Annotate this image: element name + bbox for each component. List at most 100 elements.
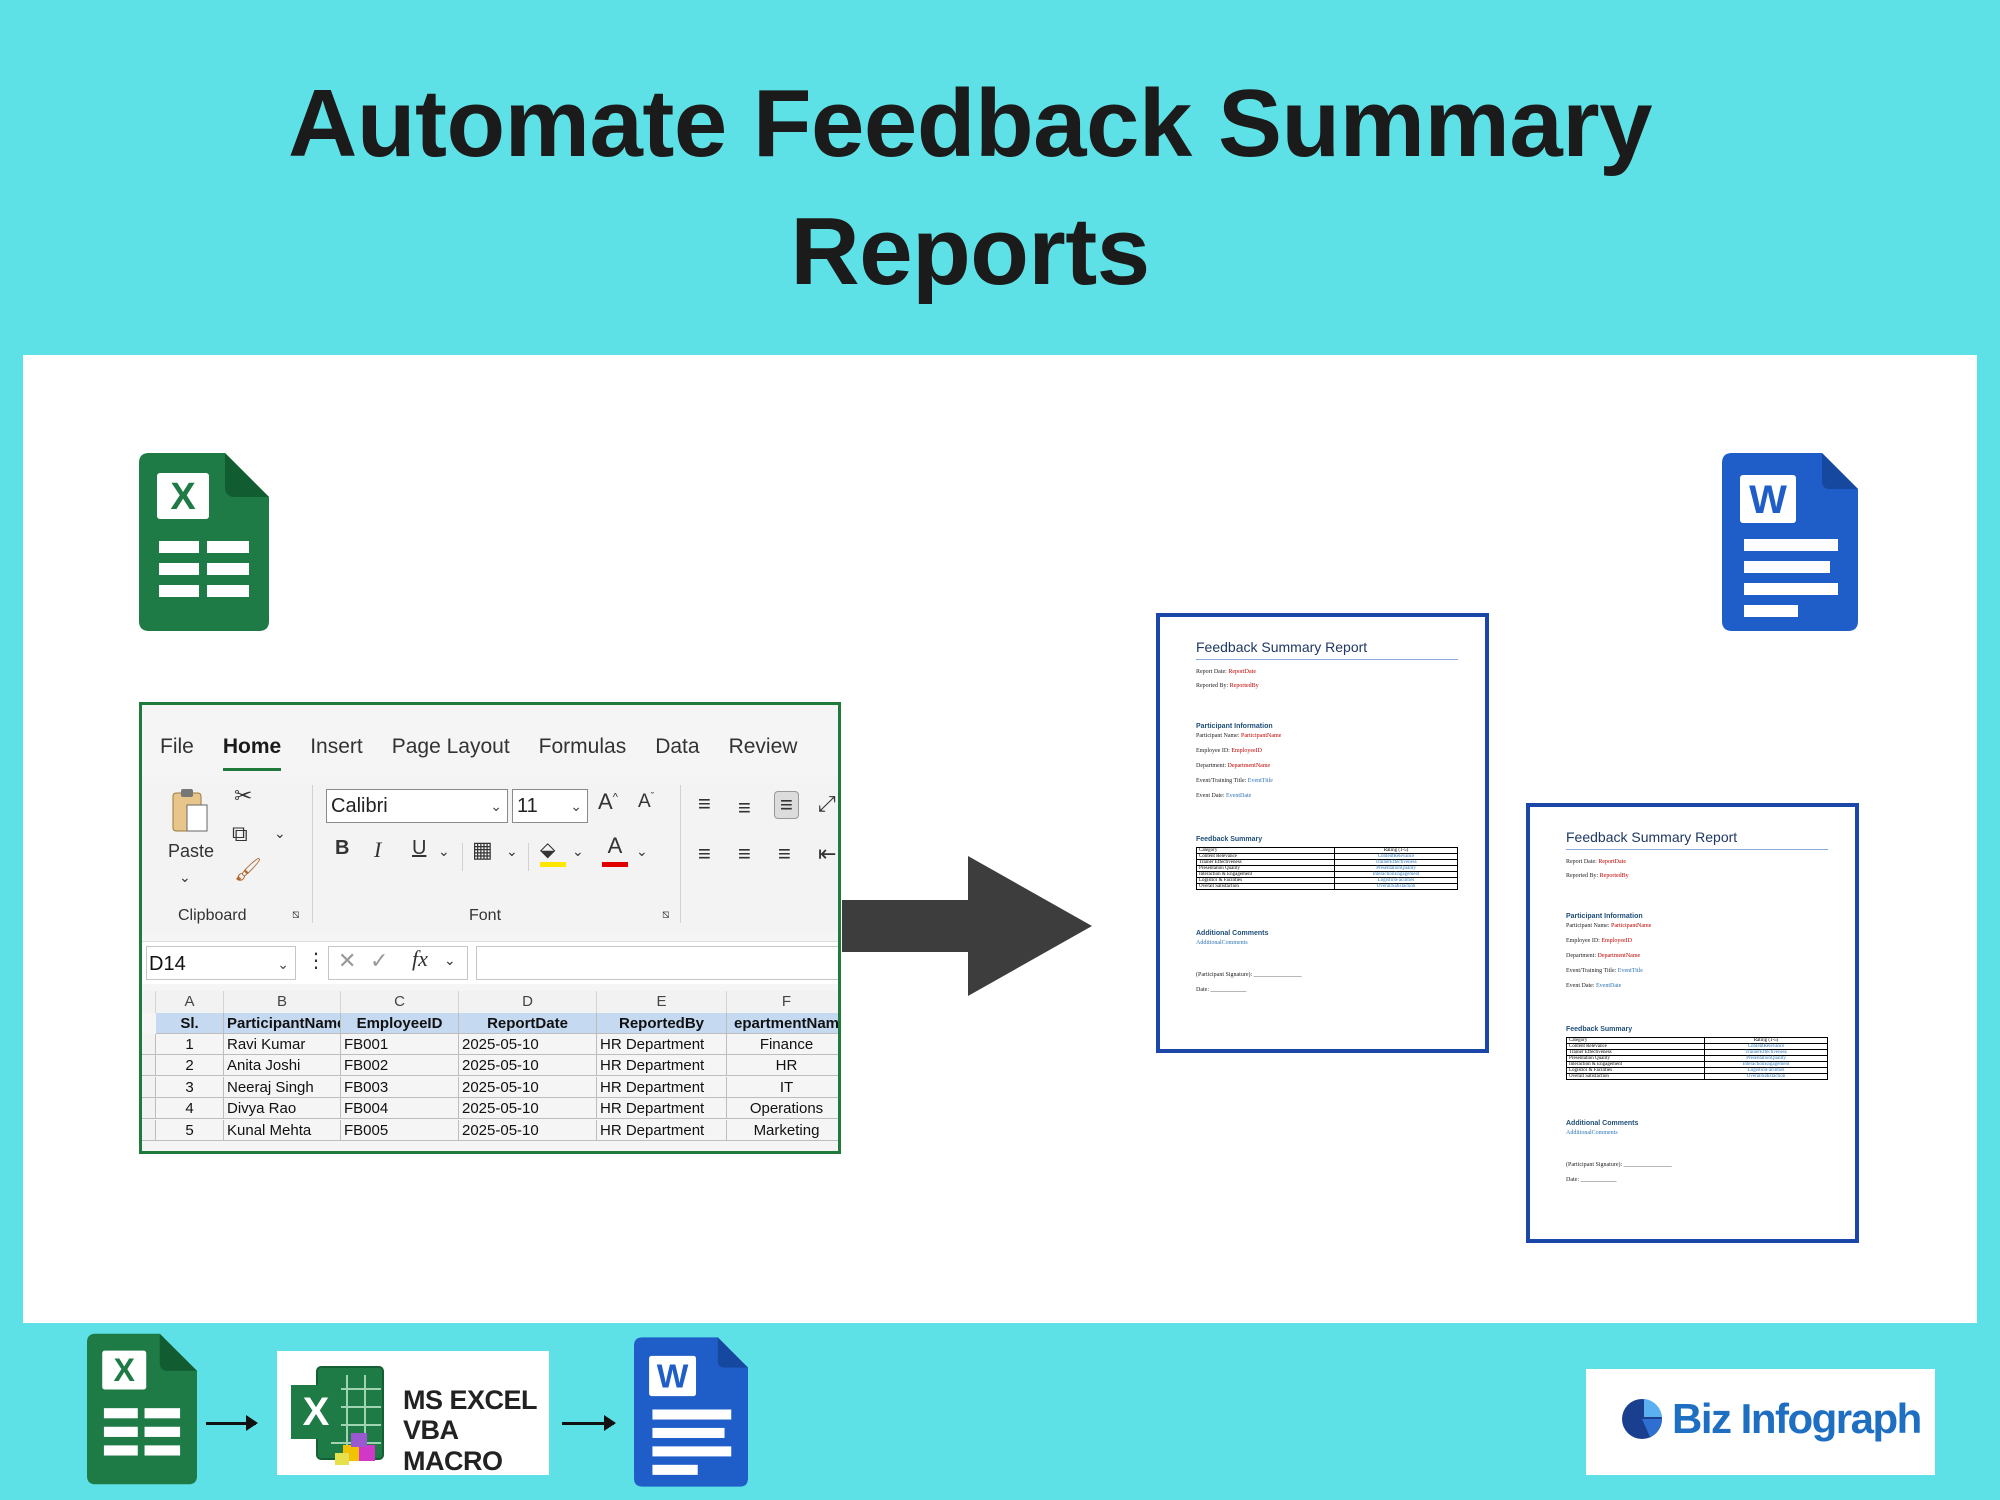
table-cell[interactable]: Marketing	[727, 1120, 838, 1141]
doc-field-label: Report Date:	[1196, 669, 1227, 675]
row-header[interactable]	[142, 1055, 156, 1077]
font-launcher-icon[interactable]: ⧅	[662, 907, 670, 921]
table-cell[interactable]: Kunal Mehta	[224, 1119, 341, 1141]
column-header-e[interactable]: E	[597, 991, 727, 1013]
underline-icon[interactable]: U	[412, 837, 427, 859]
italic-icon[interactable]: I	[374, 837, 382, 862]
table-cell[interactable]: 2	[156, 1055, 224, 1077]
table-header-cell[interactable]: Sl.	[156, 1013, 224, 1034]
format-painter-icon[interactable]: 🖌	[234, 857, 262, 882]
align-right-icon[interactable]: ≡	[778, 841, 791, 866]
indent-icon[interactable]: ⇤	[818, 841, 837, 866]
column-header-c[interactable]: C	[341, 991, 459, 1013]
paste-button[interactable]: Paste	[168, 841, 215, 861]
formula-input[interactable]	[476, 946, 838, 980]
cut-icon[interactable]: ✂	[234, 783, 253, 808]
table-cell[interactable]: HR Department	[597, 1098, 727, 1120]
column-header-f[interactable]: F	[727, 991, 838, 1013]
table-header-cell[interactable]: ReportDate	[459, 1013, 597, 1034]
column-header-b[interactable]: B	[224, 991, 341, 1013]
table-cell[interactable]: HR	[727, 1055, 838, 1077]
menu-data[interactable]: Data	[655, 735, 700, 758]
menu-review[interactable]: Review	[728, 735, 798, 758]
table-header-cell[interactable]: epartmentNam	[727, 1013, 838, 1034]
table-header-cell[interactable]: ParticipantName	[224, 1013, 341, 1034]
borders-icon[interactable]: ▦	[472, 837, 493, 862]
align-center-icon[interactable]: ≡	[738, 841, 751, 866]
table-header-cell[interactable]: ReportedBy	[597, 1013, 727, 1034]
doc-placeholder: ReportedBy	[1229, 683, 1259, 689]
table-cell[interactable]: Divya Rao	[224, 1098, 341, 1120]
cancel-icon[interactable]: ✕	[338, 948, 357, 973]
align-left-icon[interactable]: ≡	[698, 841, 711, 866]
table-cell[interactable]: FB002	[341, 1055, 459, 1077]
row-header[interactable]	[142, 1098, 156, 1120]
row-header[interactable]	[142, 1119, 156, 1141]
table-cell[interactable]: Neeraj Singh	[224, 1076, 341, 1098]
paste-icon[interactable]	[170, 787, 210, 835]
font-color-dropdown-icon[interactable]: ⌄	[636, 843, 648, 859]
menu-home[interactable]: Home	[222, 735, 282, 771]
copy-dropdown-icon[interactable]: ⌄	[274, 825, 286, 841]
table-cell[interactable]: 5	[156, 1119, 224, 1141]
row-header[interactable]	[142, 1034, 156, 1055]
row-header[interactable]	[142, 1076, 156, 1098]
table-cell[interactable]: 2025-05-10	[459, 1076, 597, 1098]
align-top-icon[interactable]: ≡	[698, 791, 711, 816]
table-cell[interactable]: Operations	[727, 1098, 838, 1120]
table-cell[interactable]: FB004	[341, 1098, 459, 1120]
table-cell[interactable]: HR Department	[597, 1076, 727, 1098]
column-header-d[interactable]: D	[459, 991, 597, 1013]
table-cell[interactable]: Ravi Kumar	[224, 1034, 341, 1055]
font-size-select[interactable]: 11 ⌄	[512, 789, 588, 823]
borders-dropdown-icon[interactable]: ⌄	[506, 843, 518, 859]
word-icon-letter: W	[1749, 478, 1787, 522]
table-cell[interactable]: HR Department	[597, 1055, 727, 1077]
enter-check-icon[interactable]: ✓	[370, 948, 389, 973]
doc-placeholder: AdditionalComments	[1566, 1130, 1618, 1136]
doc-placeholder: DepartmentName	[1227, 763, 1271, 769]
table-cell[interactable]: Anita Joshi	[224, 1055, 341, 1077]
fill-dropdown-icon[interactable]: ⌄	[572, 843, 584, 859]
increase-font-icon[interactable]: A^	[598, 789, 618, 814]
menu-file[interactable]: File	[160, 735, 194, 758]
decrease-font-icon[interactable]: Aˇ	[638, 791, 655, 812]
table-cell[interactable]: Finance	[727, 1034, 838, 1055]
more-options-icon[interactable]: ⋮	[306, 950, 326, 972]
doc-field-label: Reported By:	[1196, 683, 1229, 689]
fill-color-icon[interactable]: ⬙	[540, 837, 566, 867]
font-name-select[interactable]: Calibri ⌄	[326, 789, 508, 823]
doc-field-line: Event Date: EventDate	[1196, 793, 1251, 799]
table-cell[interactable]: FB001	[341, 1034, 459, 1055]
table-cell[interactable]: 4	[156, 1098, 224, 1120]
table-header-cell[interactable]: EmployeeID	[341, 1013, 459, 1034]
table-cell[interactable]: HR Department	[597, 1119, 727, 1141]
function-dropdown-icon[interactable]: ⌄	[444, 952, 456, 968]
align-bottom-icon[interactable]: ≡	[774, 791, 799, 819]
clipboard-launcher-icon[interactable]: ⧅	[292, 907, 300, 921]
table-cell[interactable]: 2025-05-10	[459, 1098, 597, 1120]
menu-formulas[interactable]: Formulas	[538, 735, 627, 758]
table-cell[interactable]: IT	[727, 1077, 838, 1098]
paste-dropdown-icon[interactable]: ⌄	[179, 869, 191, 885]
menu-insert[interactable]: Insert	[310, 735, 363, 758]
name-box[interactable]: D14 ⌄	[146, 946, 296, 980]
align-middle-icon[interactable]: ≡	[738, 795, 751, 820]
copy-icon[interactable]: ⧉	[232, 821, 248, 846]
doc-field-label: Event/Training Title:	[1196, 778, 1247, 784]
menu-page-layout[interactable]: Page Layout	[391, 735, 510, 758]
insert-function-icon[interactable]: fx	[412, 946, 428, 971]
table-cell[interactable]: 3	[156, 1076, 224, 1098]
underline-dropdown-icon[interactable]: ⌄	[438, 843, 450, 859]
table-cell[interactable]: 2025-05-10	[459, 1034, 597, 1055]
orientation-icon[interactable]: ⤢	[818, 791, 836, 816]
font-color-icon[interactable]: A	[602, 833, 628, 867]
table-cell[interactable]: HR Department	[597, 1034, 727, 1055]
table-cell[interactable]: 1	[156, 1034, 224, 1055]
column-header-a[interactable]: A	[156, 991, 224, 1013]
bold-icon[interactable]: B	[335, 837, 350, 859]
table-cell[interactable]: FB003	[341, 1076, 459, 1098]
table-cell[interactable]: 2025-05-10	[459, 1119, 597, 1141]
table-cell[interactable]: FB005	[341, 1119, 459, 1141]
table-cell[interactable]: 2025-05-10	[459, 1055, 597, 1077]
